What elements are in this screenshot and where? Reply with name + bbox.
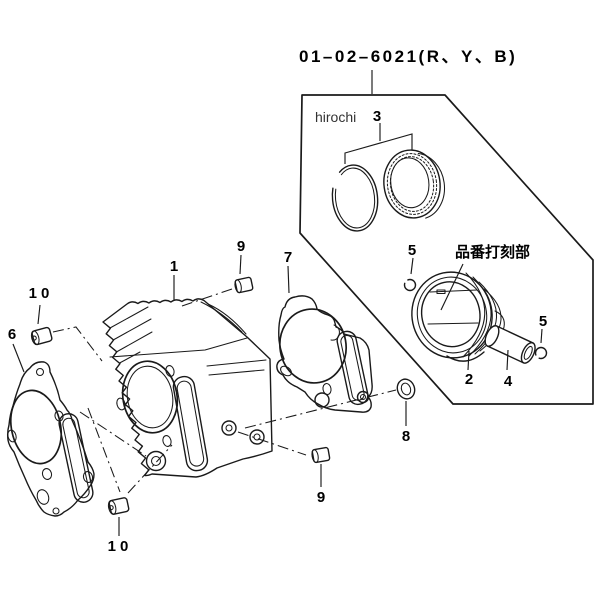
callout-5b: 5 — [539, 313, 547, 330]
gasket-hole — [314, 392, 330, 408]
body-ridge-1 — [206, 359, 267, 367]
crown-relief-edge — [429, 289, 478, 293]
mount-boss — [221, 420, 237, 436]
cooling-fins — [109, 301, 247, 364]
piston-ring-open — [331, 164, 379, 232]
gasket-hole — [52, 507, 60, 515]
callout-1: 1 — [170, 258, 178, 275]
piston-skirt — [446, 351, 485, 362]
callout-8: 8 — [402, 428, 410, 445]
body-ridge-2 — [208, 369, 265, 376]
bushing-left — [30, 326, 53, 346]
callout-10b: 10 — [108, 538, 133, 555]
cam-chain-slot — [172, 375, 209, 472]
callout-2: 2 — [465, 371, 473, 388]
stud-hole — [162, 435, 172, 447]
callout-4: 4 — [504, 373, 513, 390]
mount-boss-hole — [225, 424, 233, 432]
gasket-hole — [36, 489, 50, 505]
mount-boss — [249, 429, 265, 445]
head-gasket — [276, 295, 373, 413]
stud-hole — [165, 365, 175, 377]
cylinder-bore — [121, 360, 179, 434]
gasket-hole — [82, 471, 94, 483]
crown-relief-edge — [427, 322, 479, 325]
pin-clip-left — [403, 278, 417, 292]
callout-5a: 5 — [408, 242, 416, 259]
dowel-boss — [145, 450, 167, 472]
base-gasket-slot — [58, 413, 94, 503]
callout-10a: 10 — [29, 285, 54, 302]
dowel-pin-bottom — [311, 446, 331, 464]
gasket-hole — [322, 383, 332, 395]
callout-9a: 9 — [237, 238, 245, 255]
piston — [411, 271, 505, 362]
crown-notch — [436, 289, 446, 295]
gasket-hole — [359, 393, 367, 401]
gasket-hole — [280, 365, 292, 377]
watermark-text: hirochi — [315, 109, 356, 125]
assembly-centerlines — [52, 288, 397, 494]
face-top-edge — [109, 337, 248, 358]
base-gasket-outline — [6, 361, 95, 517]
callout-7: 7 — [284, 249, 292, 266]
gasket-hole — [7, 429, 17, 443]
callout-6: 6 — [8, 326, 16, 343]
base-gasket-bore — [9, 389, 63, 465]
base-gasket — [6, 361, 95, 517]
stud-hole — [116, 397, 126, 411]
stamp-annotation-label: 品番打刻部 — [455, 243, 530, 261]
piston-ring-set — [383, 149, 446, 220]
gasket-hole — [35, 367, 45, 377]
callout-leader-lines — [12, 123, 543, 536]
gasket-hole — [41, 468, 53, 480]
o-ring — [396, 378, 416, 400]
part-code-label: 01–02–6021(R、Y、B) — [299, 47, 517, 66]
dowel-pin-top — [234, 276, 254, 294]
pin-clip-right — [534, 346, 548, 360]
gasket-hole — [54, 410, 64, 422]
callout-3: 3 — [373, 108, 381, 125]
piston-pin — [484, 325, 536, 364]
callout-9b: 9 — [317, 489, 325, 506]
dowel-boss-hole — [150, 455, 162, 467]
ring-grooves — [462, 272, 502, 358]
kit-boundary-box — [299, 94, 594, 405]
head-gasket-bore — [279, 308, 347, 384]
cylinder-block — [102, 298, 273, 478]
bushing-bottom — [107, 497, 130, 515]
